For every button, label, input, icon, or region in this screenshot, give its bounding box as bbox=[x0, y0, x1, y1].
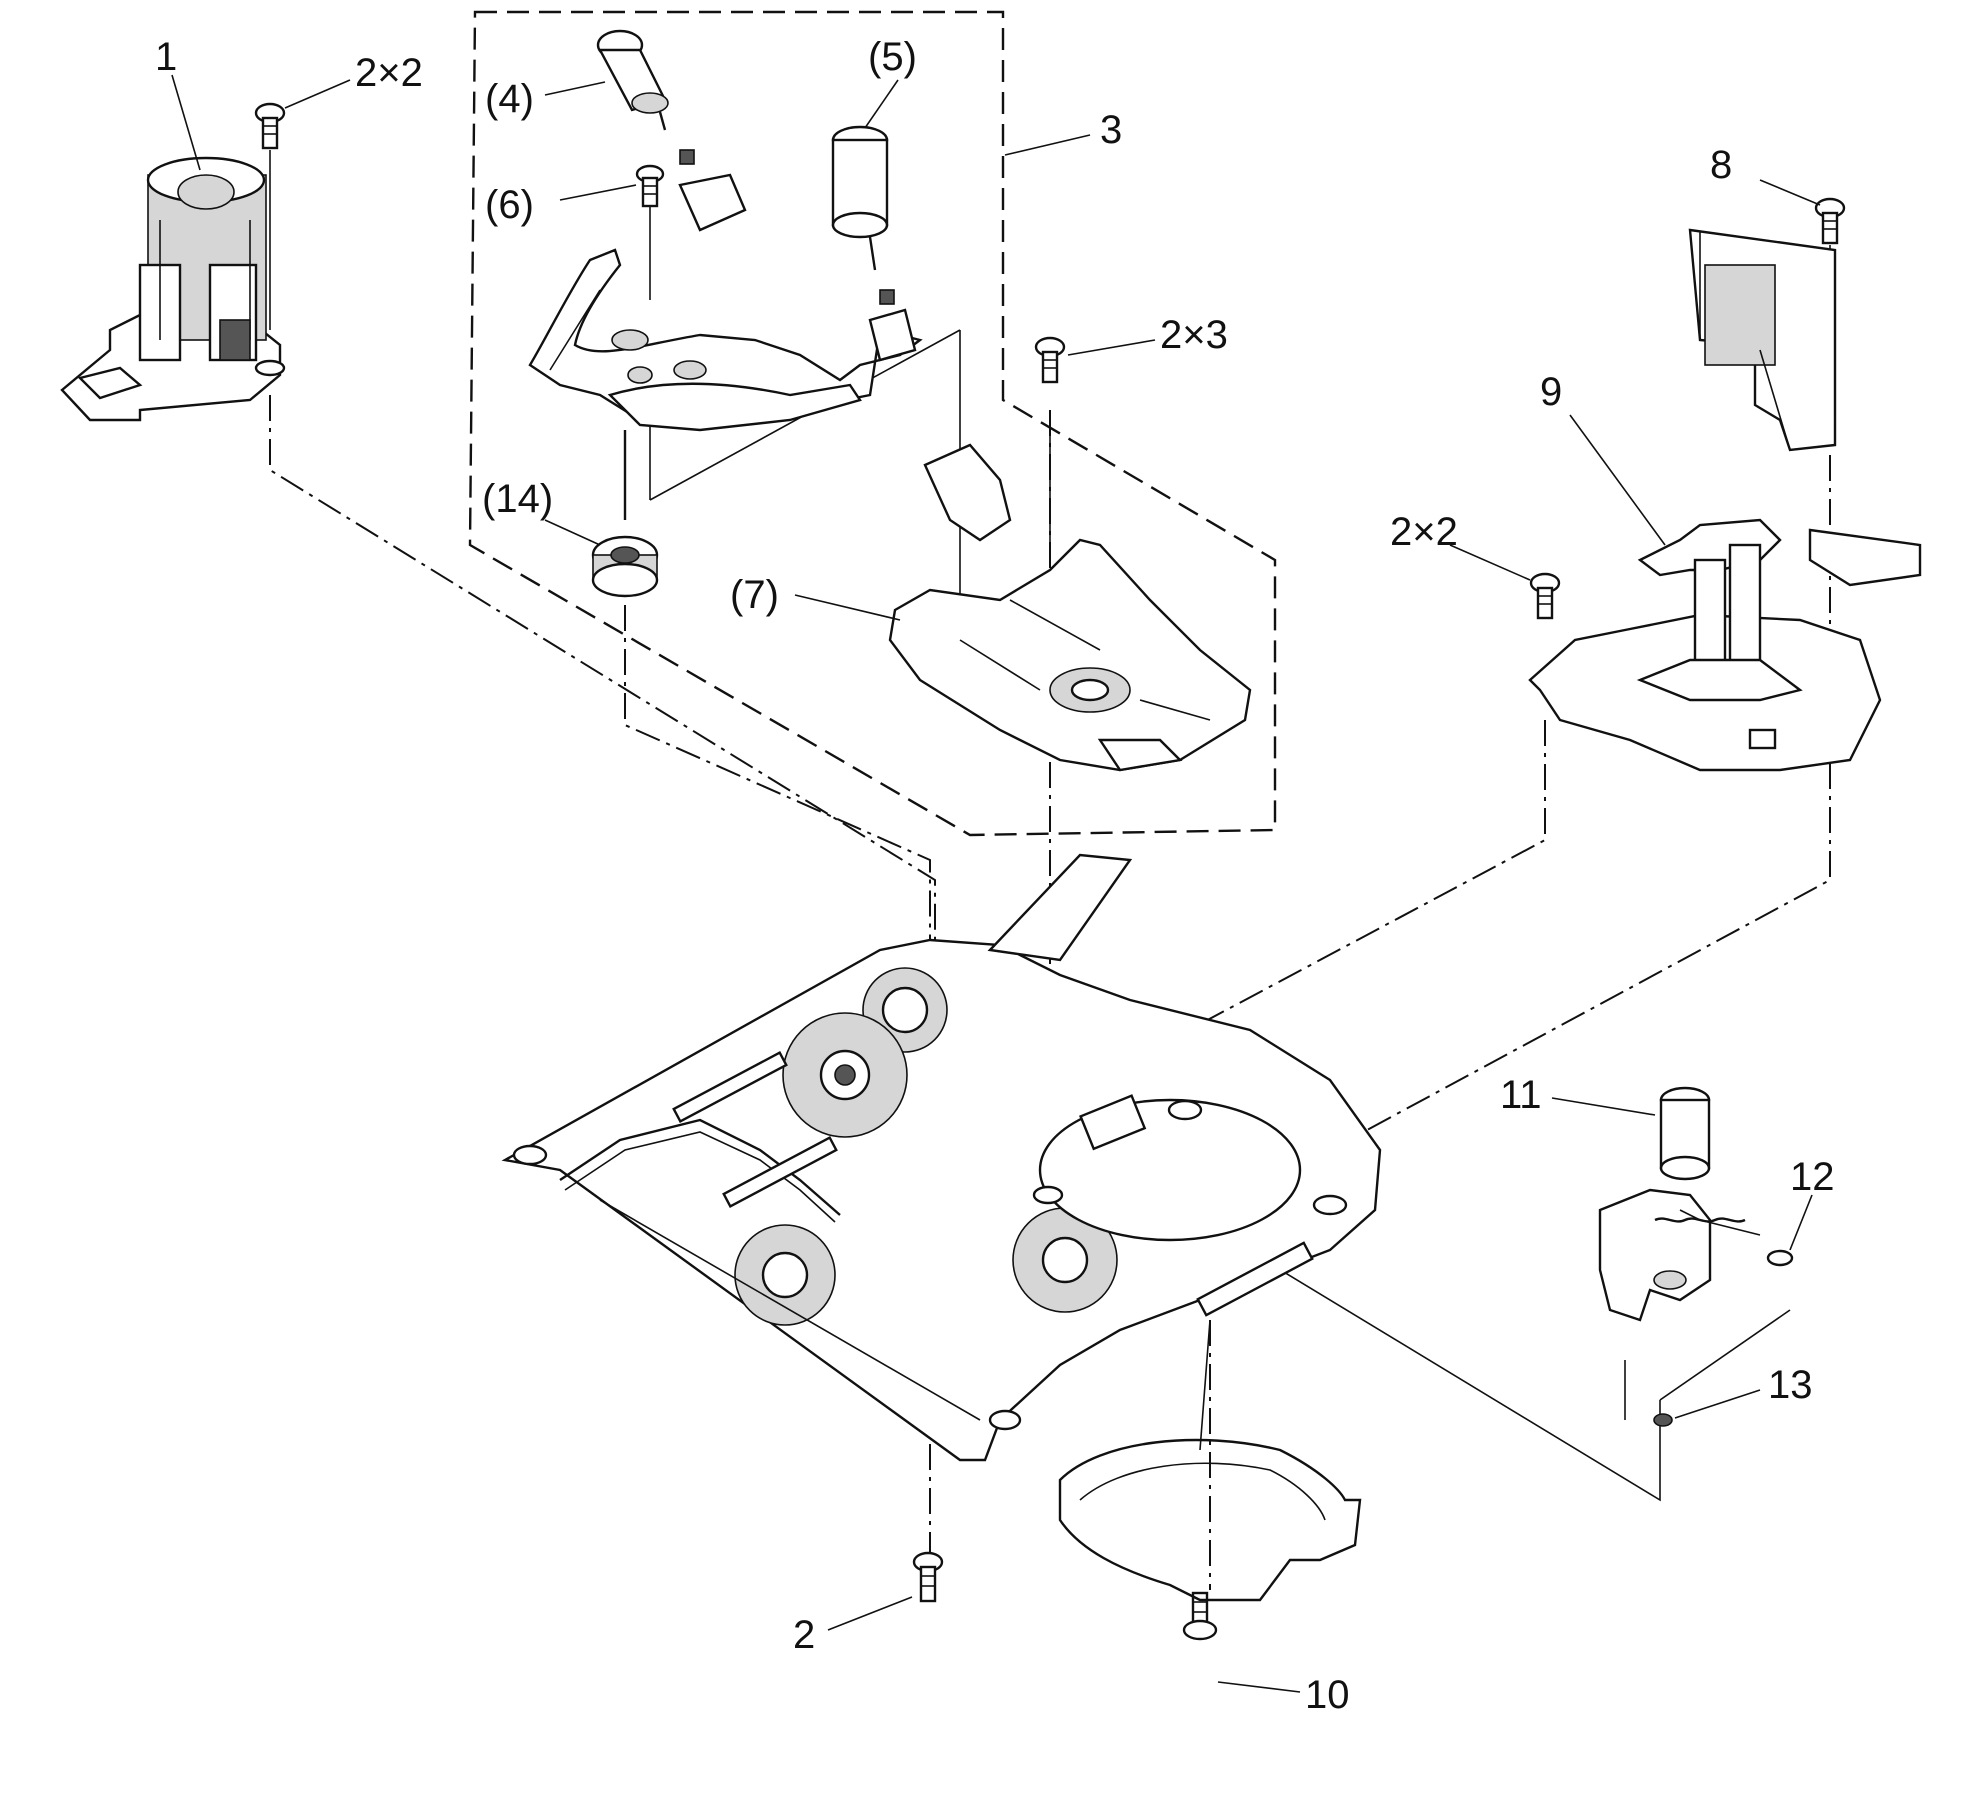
screw-2x2-right bbox=[1529, 572, 1561, 620]
label-13: 13 bbox=[1768, 1363, 1813, 1407]
screw-2x3 bbox=[1034, 336, 1066, 384]
part-8-bracket bbox=[1688, 228, 1837, 452]
label-5: (5) bbox=[868, 35, 917, 79]
part-9-plate bbox=[1528, 518, 1922, 772]
label-11: 11 bbox=[1500, 1073, 1542, 1117]
label-12: 12 bbox=[1790, 1155, 1835, 1199]
label-9: 9 bbox=[1540, 370, 1562, 414]
part-14-gear bbox=[591, 430, 659, 598]
assembly-arm-plate bbox=[528, 173, 923, 432]
main-chassis bbox=[501, 853, 1382, 1462]
label-2x2-right: 2×2 bbox=[1390, 510, 1458, 554]
label-8: 8 bbox=[1710, 143, 1732, 187]
arc-plate bbox=[1058, 1319, 1362, 1602]
label-14: (14) bbox=[482, 477, 553, 521]
callout-labels: 1 2×2 3 (4) (5) (6) (7) (14) 2×3 8 9 2×2… bbox=[155, 35, 1835, 1717]
part-7-holder bbox=[888, 443, 1252, 772]
part-1-motor bbox=[60, 156, 286, 422]
assembly-3-boundary bbox=[468, 10, 1277, 837]
label-2x3: 2×3 bbox=[1160, 313, 1228, 357]
label-3: 3 bbox=[1100, 108, 1122, 152]
screw-2 bbox=[912, 1551, 944, 1603]
label-1: 1 bbox=[155, 35, 177, 79]
label-6: (6) bbox=[485, 183, 534, 227]
label-leaders bbox=[171, 74, 1821, 1693]
label-2x2-top: 2×2 bbox=[355, 51, 423, 95]
part-4-roller bbox=[596, 29, 695, 165]
label-7: (7) bbox=[730, 573, 779, 617]
part-13-washer bbox=[1653, 1413, 1673, 1427]
label-4: (4) bbox=[485, 77, 534, 121]
part-5-roller bbox=[831, 125, 895, 305]
screw-6 bbox=[635, 164, 665, 300]
screw-2x2-top bbox=[254, 102, 286, 330]
label-10: 10 bbox=[1305, 1673, 1350, 1717]
part-12-washer bbox=[1766, 1249, 1794, 1267]
screw-10 bbox=[1182, 1591, 1218, 1641]
part-11-pinch-arm bbox=[1598, 1086, 1761, 1322]
label-2: 2 bbox=[793, 1613, 815, 1657]
